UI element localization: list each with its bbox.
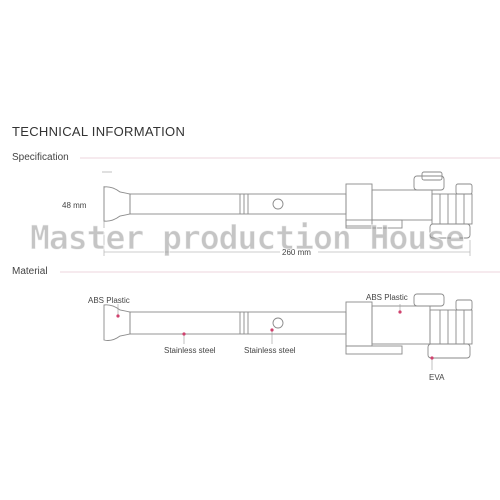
label-abs-plastic-grip: ABS Plastic — [88, 296, 130, 305]
marker-abs-left — [116, 314, 120, 318]
label-stainless-steel-upper: Stainless steel — [244, 346, 296, 355]
length-dimension-line — [103, 232, 471, 256]
material-stick-drawing — [103, 293, 473, 359]
label-abs-plastic-head: ABS Plastic — [366, 293, 408, 302]
marker-stainless-left — [182, 332, 186, 336]
label-eva: EVA — [429, 373, 445, 382]
watermark: Master production House — [30, 218, 466, 258]
page-title: TECHNICAL INFORMATION — [12, 124, 186, 139]
marker-eva — [430, 356, 434, 360]
marker-stainless-right — [270, 328, 274, 332]
marker-abs-right — [398, 310, 402, 314]
specification-heading: Specification — [12, 152, 69, 163]
spec-stick-drawing — [102, 171, 473, 239]
length-dimension-label: 260 mm — [282, 248, 311, 257]
material-markers — [116, 310, 434, 360]
material-callouts — [117, 304, 433, 370]
label-stainless-steel-lower: Stainless steel — [164, 346, 216, 355]
width-dimension-label: 48 mm — [62, 201, 87, 210]
material-heading: Material — [12, 266, 48, 277]
